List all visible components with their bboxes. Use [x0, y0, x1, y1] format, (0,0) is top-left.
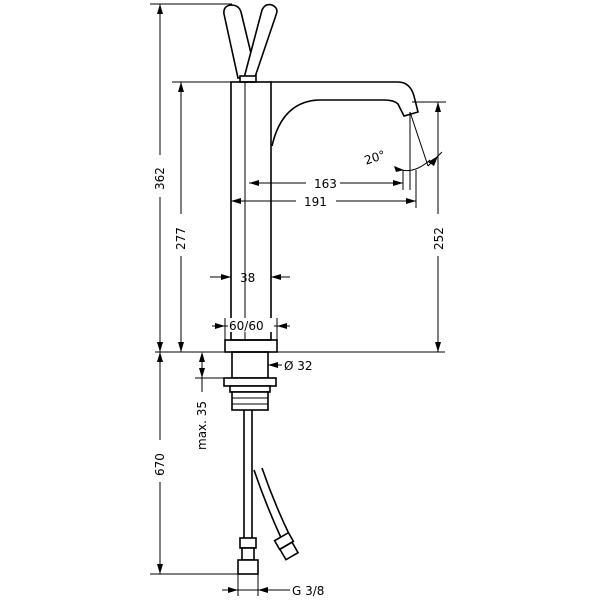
dimension-g38: G 3/8 — [222, 574, 324, 598]
dimension-252: 252 — [412, 101, 448, 352]
hose-fitting-1 — [239, 537, 257, 549]
dim-label-60-60: 60/60 — [229, 319, 264, 333]
dim-label-670: 670 — [153, 453, 167, 476]
dimension-32: Ø 32 — [268, 359, 313, 373]
mounting-nut — [231, 391, 269, 411]
dim-label-38: 38 — [240, 271, 255, 285]
dimension-angle: 20° — [363, 111, 443, 190]
lever-handle-left — [223, 4, 257, 79]
dim-label-163: 163 — [314, 177, 337, 191]
dim-label-252: 252 — [432, 227, 446, 250]
dim-label-277: 277 — [174, 227, 188, 250]
dimension-670: 670 — [150, 352, 240, 575]
lever-base — [239, 75, 257, 83]
dim-label-32: Ø 32 — [284, 359, 313, 373]
hose-nut-2 — [278, 541, 300, 561]
mounting-washer — [223, 377, 277, 387]
mounting-sleeve — [231, 351, 269, 379]
hose-straight — [243, 410, 253, 540]
dimension-277: 277 — [172, 81, 232, 352]
supply-hoses — [237, 410, 300, 575]
dim-label-g38: G 3/8 — [292, 584, 324, 598]
hose-angled — [253, 467, 291, 541]
dim-label-max-35: max. 35 — [195, 401, 209, 450]
mounting-assembly — [223, 351, 277, 411]
dimension-38: 38 — [210, 271, 290, 285]
spout — [271, 81, 419, 147]
dimension-max-35: max. 35 — [192, 352, 228, 452]
dimension-60-60: 60/60 — [212, 318, 290, 340]
dimension-362: 362 — [150, 3, 232, 352]
dimension-163: 163 — [249, 170, 404, 191]
faucet-column — [230, 81, 272, 341]
base-plate — [224, 339, 278, 353]
dim-label-angle: 20° — [363, 148, 388, 168]
dim-label-191: 191 — [304, 195, 327, 209]
dimension-191: 191 — [231, 170, 417, 209]
dim-label-362: 362 — [153, 167, 167, 190]
hose-nut-1 — [241, 547, 255, 561]
mounting-plate — [229, 385, 271, 393]
hose-connector-1 — [237, 559, 259, 575]
lever-handle-right — [243, 3, 278, 81]
